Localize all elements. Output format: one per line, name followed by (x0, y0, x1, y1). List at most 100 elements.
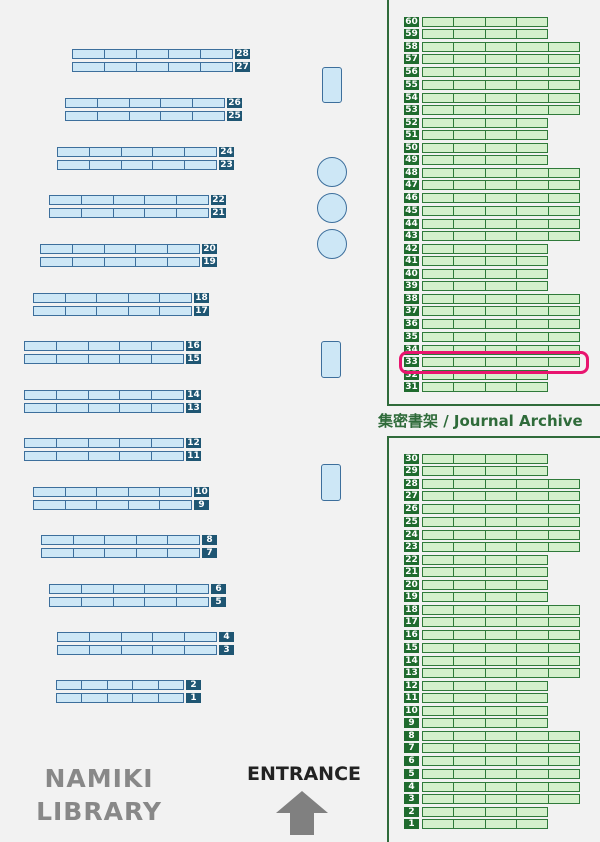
reading-table[interactable] (322, 67, 342, 103)
reading-table[interactable] (321, 464, 341, 501)
archive-shelf[interactable] (422, 281, 548, 291)
archive-shelf[interactable] (422, 530, 580, 540)
archive-shelf[interactable] (422, 769, 580, 779)
archive-shelf[interactable] (422, 168, 580, 178)
general-shelf[interactable] (33, 487, 192, 497)
general-shelf[interactable] (24, 403, 184, 413)
general-shelf[interactable] (65, 111, 225, 121)
archive-shelf[interactable] (422, 219, 580, 229)
archive-shelf[interactable] (422, 180, 580, 190)
archive-shelf[interactable] (422, 143, 548, 153)
archive-shelf[interactable] (422, 580, 548, 590)
archive-shelf[interactable] (422, 479, 580, 489)
archive-shelf[interactable] (422, 370, 548, 380)
archive-shelf[interactable] (422, 193, 580, 203)
archive-shelf[interactable] (422, 743, 580, 753)
general-shelf[interactable] (49, 208, 209, 218)
archive-shelf[interactable] (422, 269, 548, 279)
archive-shelf[interactable] (422, 382, 548, 392)
archive-shelf-number-label: 34 (404, 345, 419, 355)
general-shelf[interactable] (24, 354, 184, 364)
general-shelf[interactable] (40, 257, 200, 267)
archive-shelf[interactable] (422, 605, 580, 615)
round-table[interactable] (317, 193, 347, 223)
archive-shelf[interactable] (422, 244, 548, 254)
general-shelf[interactable] (24, 451, 184, 461)
general-shelf[interactable] (57, 160, 217, 170)
archive-shelf[interactable] (422, 454, 548, 464)
archive-shelf[interactable] (422, 567, 548, 577)
round-table[interactable] (317, 229, 347, 259)
archive-shelf[interactable] (422, 294, 580, 304)
archive-shelf[interactable] (422, 617, 580, 627)
archive-shelf[interactable] (422, 542, 580, 552)
archive-shelf[interactable] (422, 306, 580, 316)
general-shelf[interactable] (72, 62, 233, 72)
archive-shelf[interactable] (422, 731, 580, 741)
archive-shelf[interactable] (422, 332, 580, 342)
general-shelf[interactable] (24, 390, 184, 400)
entrance-arrow-icon (276, 791, 328, 835)
archive-shelf[interactable] (422, 80, 580, 90)
archive-shelf-number-label: 8 (404, 731, 419, 741)
archive-shelf[interactable] (422, 782, 580, 792)
archive-shelf[interactable] (422, 592, 548, 602)
archive-shelf[interactable] (422, 256, 548, 266)
archive-shelf[interactable] (422, 517, 580, 527)
general-shelf[interactable] (57, 632, 217, 642)
archive-shelf[interactable] (422, 54, 580, 64)
general-shelf[interactable] (24, 438, 184, 448)
archive-shelf[interactable] (422, 643, 580, 653)
archive-shelf[interactable] (422, 17, 548, 27)
archive-shelf[interactable] (422, 93, 580, 103)
entrance-label: ENTRANCE (247, 763, 361, 785)
archive-shelf[interactable] (422, 819, 548, 829)
archive-shelf[interactable] (422, 29, 548, 39)
archive-shelf[interactable] (422, 319, 580, 329)
general-shelf[interactable] (41, 548, 200, 558)
archive-shelf[interactable] (422, 656, 580, 666)
general-shelf[interactable] (33, 293, 192, 303)
archive-shelf[interactable] (422, 67, 580, 77)
archive-shelf[interactable] (422, 668, 580, 678)
general-shelf[interactable] (49, 195, 209, 205)
general-shelf[interactable] (49, 584, 209, 594)
archive-shelf[interactable] (422, 693, 548, 703)
archive-shelf[interactable] (422, 155, 548, 165)
archive-shelf[interactable] (422, 105, 580, 115)
general-shelf[interactable] (40, 244, 200, 254)
archive-shelf[interactable] (422, 231, 580, 241)
archive-shelf[interactable] (422, 718, 548, 728)
general-shelf[interactable] (57, 147, 217, 157)
general-shelf[interactable] (56, 693, 184, 703)
reading-table[interactable] (321, 341, 341, 378)
round-table[interactable] (317, 157, 347, 187)
archive-shelf[interactable] (422, 807, 548, 817)
archive-shelf[interactable] (422, 794, 580, 804)
general-shelf[interactable] (33, 306, 192, 316)
archive-shelf[interactable] (422, 630, 580, 640)
archive-shelf[interactable] (422, 466, 548, 476)
archive-shelf[interactable] (422, 555, 548, 565)
archive-shelf[interactable] (422, 357, 580, 367)
archive-shelf[interactable] (422, 756, 580, 766)
archive-shelf[interactable] (422, 345, 580, 355)
general-shelf[interactable] (49, 597, 209, 607)
general-shelf[interactable] (72, 49, 233, 59)
general-shelf[interactable] (24, 341, 184, 351)
archive-shelf[interactable] (422, 42, 580, 52)
archive-shelf-number-label: 24 (404, 530, 419, 540)
general-shelf[interactable] (33, 500, 192, 510)
general-shelf[interactable] (65, 98, 225, 108)
general-shelf[interactable] (57, 645, 217, 655)
archive-shelf[interactable] (422, 706, 548, 716)
archive-shelf[interactable] (422, 504, 580, 514)
archive-shelf[interactable] (422, 491, 580, 501)
archive-shelf[interactable] (422, 681, 548, 691)
archive-shelf[interactable] (422, 118, 548, 128)
archive-shelf[interactable] (422, 206, 580, 216)
general-shelf[interactable] (56, 680, 184, 690)
archive-shelf[interactable] (422, 130, 548, 140)
general-shelf[interactable] (41, 535, 200, 545)
library-name: NAMIKI LIBRARY (24, 762, 174, 828)
